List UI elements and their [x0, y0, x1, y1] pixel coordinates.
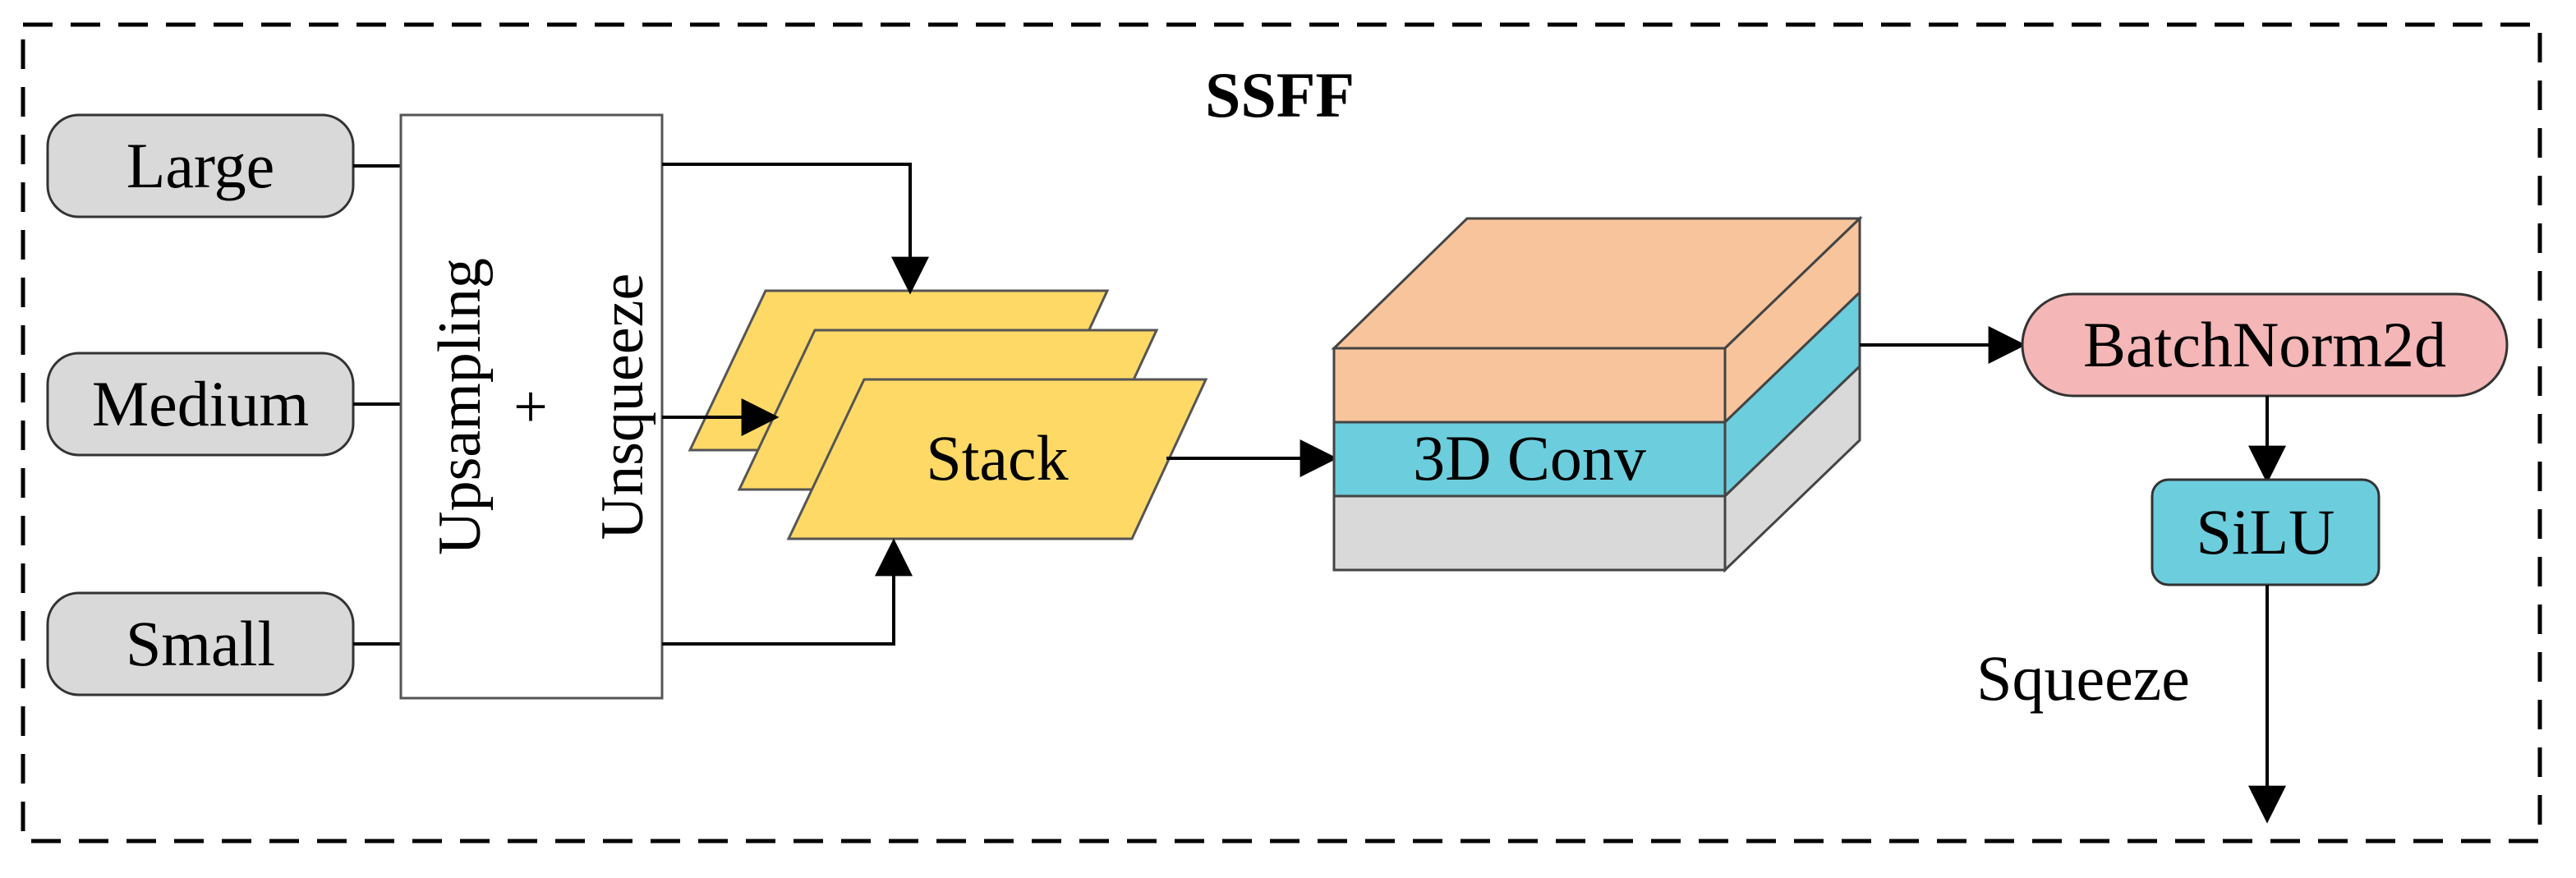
- conv3d-cube: 3D Conv: [1331, 215, 1863, 573]
- plus-label: +: [513, 374, 548, 441]
- arrow-large-to-stack: [662, 163, 929, 295]
- silu-label: SiLU: [2196, 496, 2334, 568]
- unsqueeze-label: Unsqueeze: [589, 274, 656, 540]
- ssff-frame: [21, 22, 2542, 844]
- batchnorm-label: BatchNorm2d: [2083, 309, 2446, 380]
- conv-label: 3D Conv: [1413, 422, 1646, 494]
- diagram-title: SSFF: [1205, 59, 1355, 131]
- cube-front-top: [1332, 347, 1727, 424]
- silu-node: SiLU: [2150, 478, 2380, 586]
- batchnorm-node: BatchNorm2d: [2021, 292, 2509, 398]
- stack-label: Stack: [926, 422, 1068, 494]
- preprocess-block: Upsampling + Unsqueeze: [399, 113, 664, 700]
- input-small-label: Small: [126, 608, 275, 679]
- input-large-label: Large: [126, 130, 274, 201]
- input-small-node: Small: [46, 591, 355, 696]
- input-large-node: Large: [46, 113, 355, 218]
- batchnorm-box: [2021, 292, 2509, 398]
- stack-layer-front: [786, 378, 1208, 540]
- preprocess-box: [399, 113, 664, 700]
- cube-front-conv: [1332, 421, 1727, 498]
- upsampling-label: Upsampling: [426, 258, 494, 555]
- input-medium-label: Medium: [92, 368, 309, 439]
- squeeze-label: Squeeze: [1976, 642, 2190, 714]
- arrow-small-to-stack: [662, 538, 913, 646]
- cube-front-bottom: [1332, 494, 1727, 572]
- input-medium-node: Medium: [46, 352, 355, 457]
